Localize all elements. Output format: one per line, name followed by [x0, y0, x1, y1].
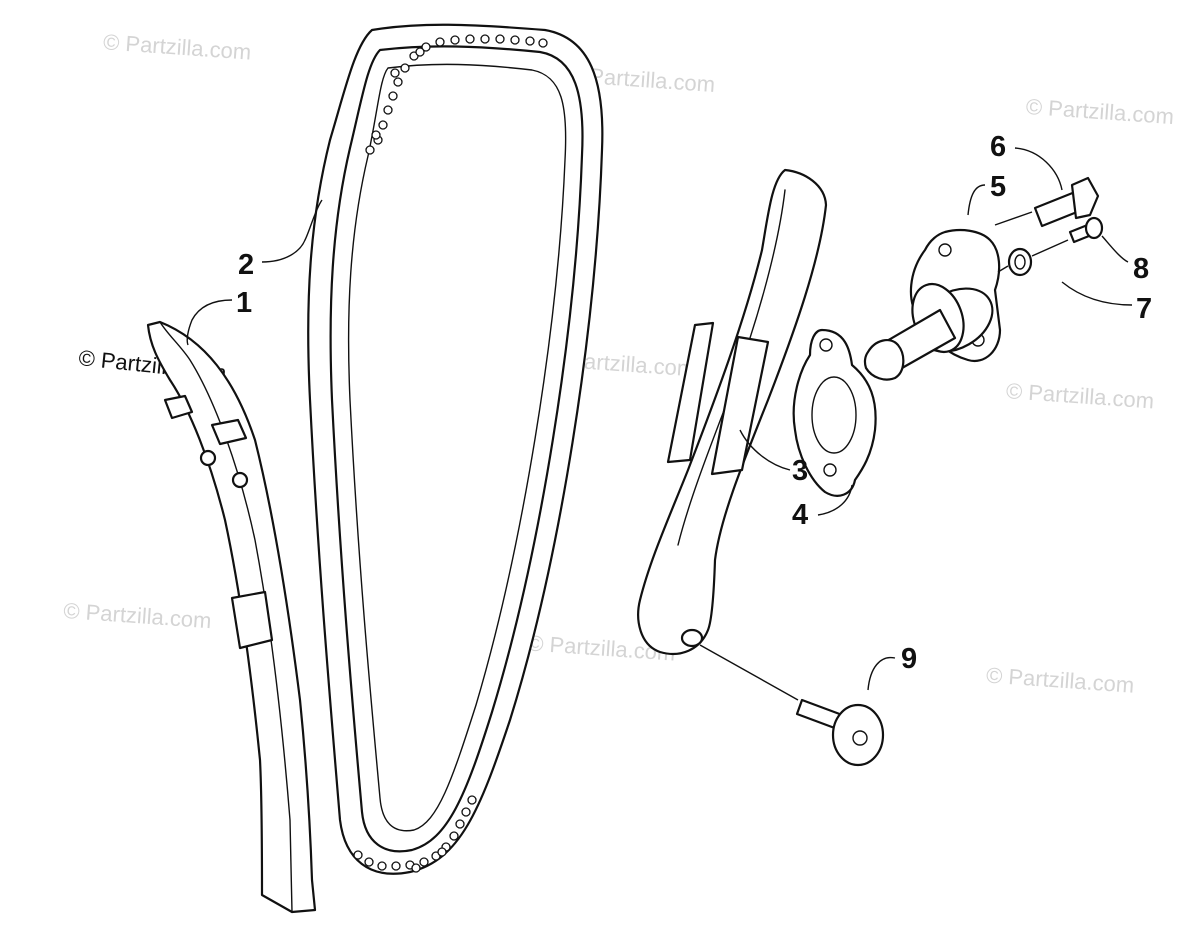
callout-3: 3 — [792, 455, 808, 487]
watermark: © Partzilla.com — [63, 598, 213, 633]
leader-axis-6 — [994, 211, 1033, 226]
washer-7-inner — [1014, 254, 1026, 270]
chain-guide-body — [146, 320, 317, 914]
chain-links-top — [365, 34, 548, 155]
tensioner-plunger-tip — [863, 339, 905, 381]
watermark-layer: © Partzilla.com © Partzilla.com © Partzi… — [63, 29, 1175, 697]
pivot-bolt-9-head — [831, 703, 885, 767]
washer-7[interactable] — [1007, 247, 1033, 277]
leader-7 — [1061, 281, 1133, 306]
tensioner-guide[interactable] — [637, 168, 828, 656]
leader-9 — [867, 656, 896, 691]
callout-4: 4 — [792, 499, 808, 531]
callout-7: 7 — [1136, 293, 1152, 325]
gasket-center-hole — [811, 376, 857, 454]
leader-1 — [186, 299, 233, 346]
leader-4 — [817, 484, 853, 516]
callout-9: 9 — [901, 643, 917, 675]
chain-guide-edge — [159, 321, 293, 913]
leader-axis-7 — [997, 265, 1009, 273]
leader-lines — [186, 147, 1133, 701]
chain-guide-pin-1 — [199, 449, 217, 467]
pivot-bolt-9-socket — [852, 730, 868, 746]
watermark: © Partzilla.com — [985, 662, 1135, 697]
tensioner-guide-pad-2 — [710, 335, 770, 476]
watermark: © Partzilla.com — [102, 29, 252, 64]
leader-axis-8 — [1031, 239, 1069, 257]
gasket-bolt-hole-top — [819, 338, 833, 352]
watermark: © Partzilla.com — [1005, 378, 1155, 413]
chain-guide-pin-2 — [231, 471, 249, 489]
washer-7-outer — [1007, 247, 1033, 277]
timing-chain[interactable] — [307, 23, 604, 875]
chain-inner-outline — [329, 45, 584, 853]
tensioner-guide-hole — [680, 628, 704, 648]
screw-8[interactable] — [1068, 216, 1104, 244]
leader-3 — [739, 429, 791, 471]
chain-links-bottom — [353, 795, 477, 873]
bolt-6-head — [1070, 176, 1100, 220]
chain-inner-line — [347, 63, 567, 832]
chain-guide-tab-2 — [210, 418, 248, 446]
tensioner-flange-hole-top — [938, 243, 952, 257]
gasket[interactable] — [792, 328, 877, 497]
leader-5 — [967, 184, 986, 216]
chain-guide-tab-1 — [163, 394, 194, 420]
leader-8 — [1101, 235, 1129, 263]
callout-6: 6 — [990, 131, 1006, 163]
chain-guide-pad — [230, 590, 274, 650]
screw-8-head — [1084, 216, 1104, 240]
callout-5: 5 — [990, 171, 1006, 203]
watermark: © Partzilla.com — [1025, 94, 1175, 129]
leader-6 — [1014, 147, 1063, 191]
callout-1: 1 — [236, 287, 252, 319]
callout-8: 8 — [1133, 253, 1149, 285]
gasket-bolt-hole-bottom — [823, 463, 837, 477]
chain-guide[interactable] — [146, 320, 317, 914]
callout-2: 2 — [238, 249, 254, 281]
callout-labels: 1 2 3 4 5 6 7 8 9 — [236, 131, 1152, 675]
tensioner-assembly[interactable] — [863, 229, 1004, 381]
pivot-bolt-9[interactable] — [795, 698, 885, 767]
tensioner-guide-pad-1 — [666, 321, 715, 464]
bolt-6[interactable] — [1033, 176, 1100, 228]
leader-2 — [261, 199, 323, 263]
gasket-outline — [792, 328, 877, 497]
leader-axis-9 — [699, 644, 799, 701]
